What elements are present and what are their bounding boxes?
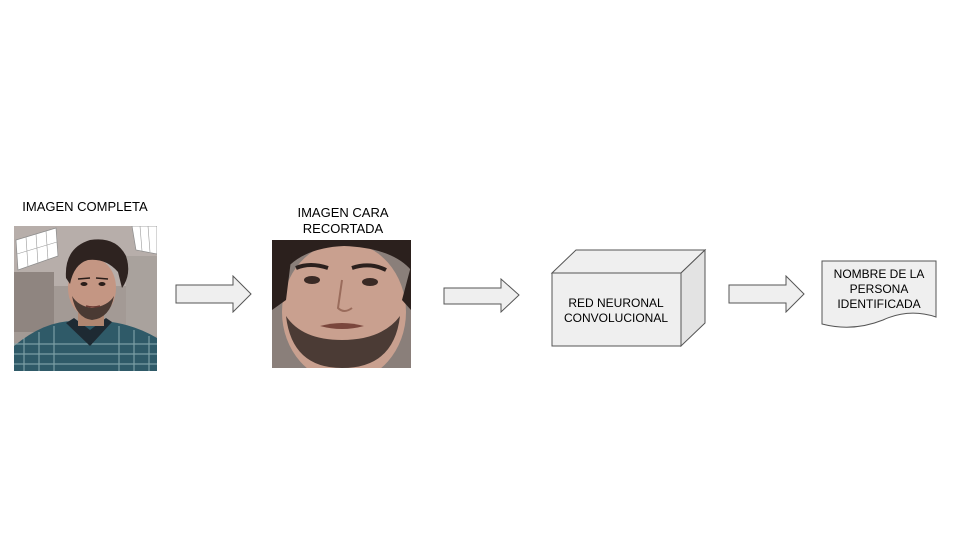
arrow-right-icon	[728, 275, 805, 313]
document-shape	[821, 260, 937, 328]
arrow-right-icon	[175, 275, 252, 313]
arrow-right-icon	[443, 278, 520, 314]
cropped-face-photo	[272, 240, 411, 368]
full-image-label: IMAGEN COMPLETA	[22, 199, 148, 214]
cropped-face-label: IMAGEN CARA RECORTADA	[297, 205, 389, 236]
full-image-photo	[14, 226, 157, 371]
identified-person-label: NOMBRE DE LA PERSONA IDENTIFICADA	[833, 267, 925, 311]
cnn-label: RED NEURONAL CONVOLUCIONAL	[563, 296, 669, 325]
cnn-cube-shape	[550, 249, 707, 348]
